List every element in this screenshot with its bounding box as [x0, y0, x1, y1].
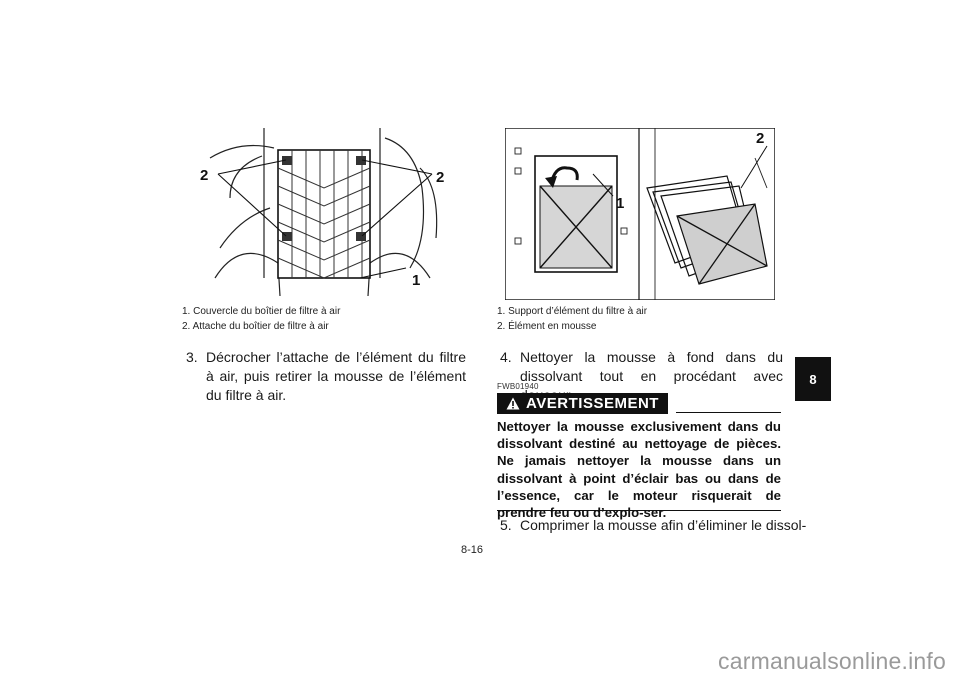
callout-left-1: 1: [412, 272, 420, 289]
callout-left-2b: 2: [436, 169, 444, 186]
warning-triangle-icon: [506, 397, 520, 410]
airbox-cover-illustration: 2 2 1: [200, 128, 444, 297]
callout-left-2a: 2: [200, 167, 208, 184]
chapter-tab: 8: [795, 357, 831, 401]
caption-item: 2. Élément en mousse: [497, 321, 597, 332]
foam-element-illustration: 1 2: [505, 128, 775, 300]
footer-watermark: carmanualsonline.info: [718, 648, 946, 674]
right-figure-caption: 1. Support d’élément du filtre à air 2. …: [497, 304, 647, 334]
warning-text: Nettoyer la mousse exclusivement dans du…: [497, 419, 781, 521]
warning-top-rule: [676, 412, 781, 413]
left-figure-caption: 1. Couvercle du boîtier de filtre à air …: [182, 304, 340, 334]
step-number: 3.: [186, 349, 198, 365]
page-number: 8-16: [461, 544, 484, 556]
step-number: 4.: [500, 349, 512, 365]
warning-bottom-rule: [497, 510, 781, 511]
callout-right-1: 1: [616, 195, 624, 212]
warning-code: FWB01940: [497, 382, 539, 391]
step-5: 5. Comprimer la mousse afin d’éliminer l…: [500, 516, 807, 536]
warning-label: AVERTISSEMENT: [526, 395, 659, 412]
callout-right-2: 2: [756, 130, 764, 147]
step-number: 5.: [500, 517, 512, 533]
step-text: Décrocher l’attache de l’élément du filt…: [206, 349, 466, 403]
step-3: 3. Décrocher l’attache de l’élément du f…: [186, 348, 466, 408]
caption-item: 2. Attache du boîtier de filtre à air: [182, 321, 329, 332]
warning-header: AVERTISSEMENT: [497, 393, 668, 414]
caption-item: 1. Support d’élément du filtre à air: [497, 306, 648, 317]
caption-item: 1. Couvercle du boîtier de filtre à air: [182, 306, 341, 317]
step-text: Comprimer la mousse afin d’éliminer le d…: [520, 517, 807, 533]
step-4: 4. Nettoyer la mousse à fond dans du dis…: [500, 348, 783, 403]
